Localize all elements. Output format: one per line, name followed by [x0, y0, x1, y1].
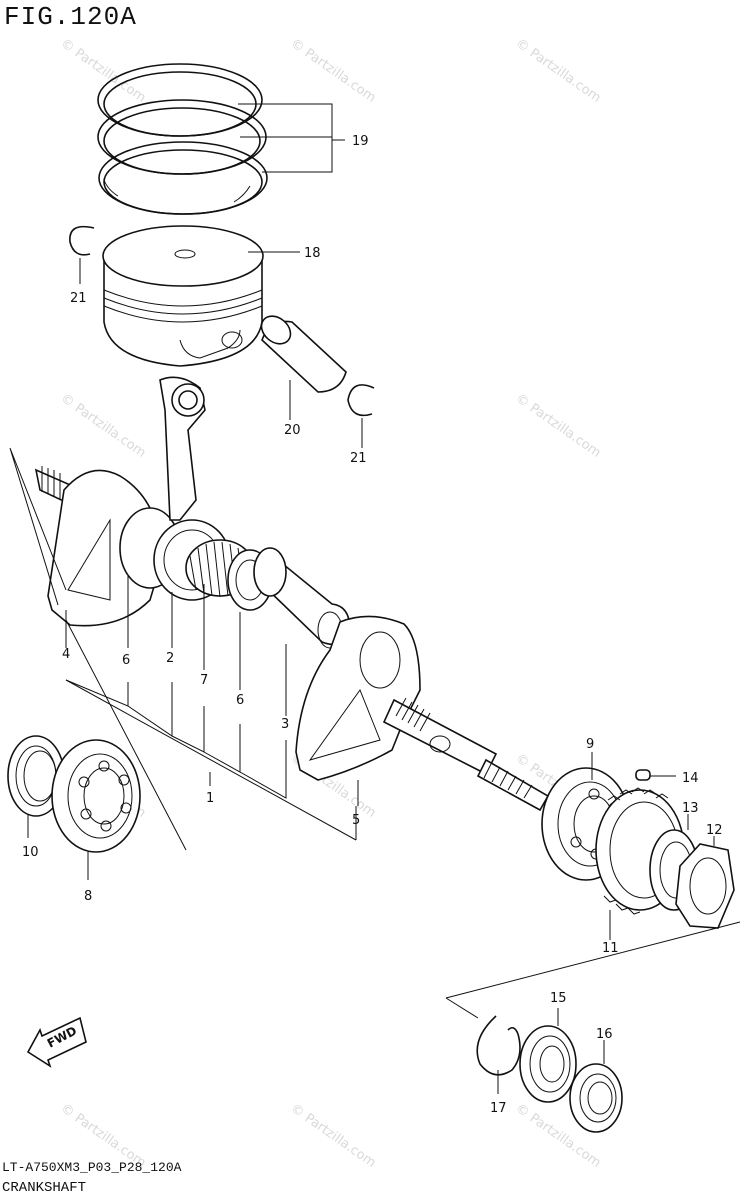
- callout-17: 17: [490, 1101, 507, 1116]
- callout-4: 4: [62, 647, 70, 662]
- part-14-key: [635, 769, 676, 781]
- part-16-oil-seal: [569, 1040, 623, 1133]
- callout-20: 20: [284, 423, 301, 438]
- leader-19: [238, 103, 345, 173]
- diagram-code: LT-A750XM3_P03_P28_120A: [2, 1160, 182, 1175]
- callout-12: 12: [706, 823, 723, 838]
- fwd-arrow-icon: FWD: [26, 1016, 87, 1068]
- part-8-bearing: [51, 739, 141, 880]
- part-12-nut: [675, 836, 735, 929]
- callout-21: 21: [70, 291, 87, 306]
- callout-3: 3: [281, 717, 289, 732]
- callout-8: 8: [84, 889, 92, 904]
- part-21-circlip-right: [347, 384, 375, 448]
- callout-2: 2: [166, 651, 174, 666]
- callout-18: 18: [304, 246, 321, 261]
- callout-6-b: 6: [236, 693, 244, 708]
- bracket-lower-group: [445, 921, 741, 1019]
- watermark: © Partzilla.com: [513, 36, 604, 106]
- watermark: © Partzilla.com: [58, 36, 149, 106]
- part-18-piston: [102, 225, 264, 367]
- callout-1: 1: [206, 791, 214, 806]
- bracket-assy-1: [9, 447, 357, 851]
- part-1-crankshaft-assy: [34, 376, 550, 812]
- callout-16: 16: [596, 1027, 613, 1042]
- callout-13: 13: [682, 801, 699, 816]
- callout-14: 14: [682, 771, 699, 786]
- callout-9: 9: [586, 737, 594, 752]
- callout-7: 7: [200, 673, 208, 688]
- figure-title: FIG.120A: [4, 2, 137, 32]
- part-17-circlip: [476, 1015, 521, 1094]
- callout-6: 6: [122, 653, 130, 668]
- callout-15: 15: [550, 991, 567, 1006]
- part-15-bearing: [519, 1008, 577, 1103]
- callout-19: 19: [352, 134, 369, 149]
- watermark: © Partzilla.com: [513, 391, 604, 461]
- watermark: © Partzilla.com: [288, 1101, 379, 1171]
- callout-10: 10: [22, 845, 39, 860]
- callout-5: 5: [352, 813, 360, 828]
- callout-11: 11: [602, 941, 619, 956]
- part-20-piston-pin: [260, 315, 347, 420]
- watermark: © Partzilla.com: [288, 36, 379, 106]
- part-21-circlip: [69, 225, 95, 284]
- callout-21-right: 21: [350, 451, 367, 466]
- diagram-name: CRANKSHAFT: [2, 1180, 87, 1196]
- bracket-1: [65, 679, 287, 799]
- callouts: 19 18 21 20 21 4 6 2 7 6 3 1 5 10 8 9 14…: [22, 134, 723, 1116]
- watermark: © Partzilla.com: [58, 391, 149, 461]
